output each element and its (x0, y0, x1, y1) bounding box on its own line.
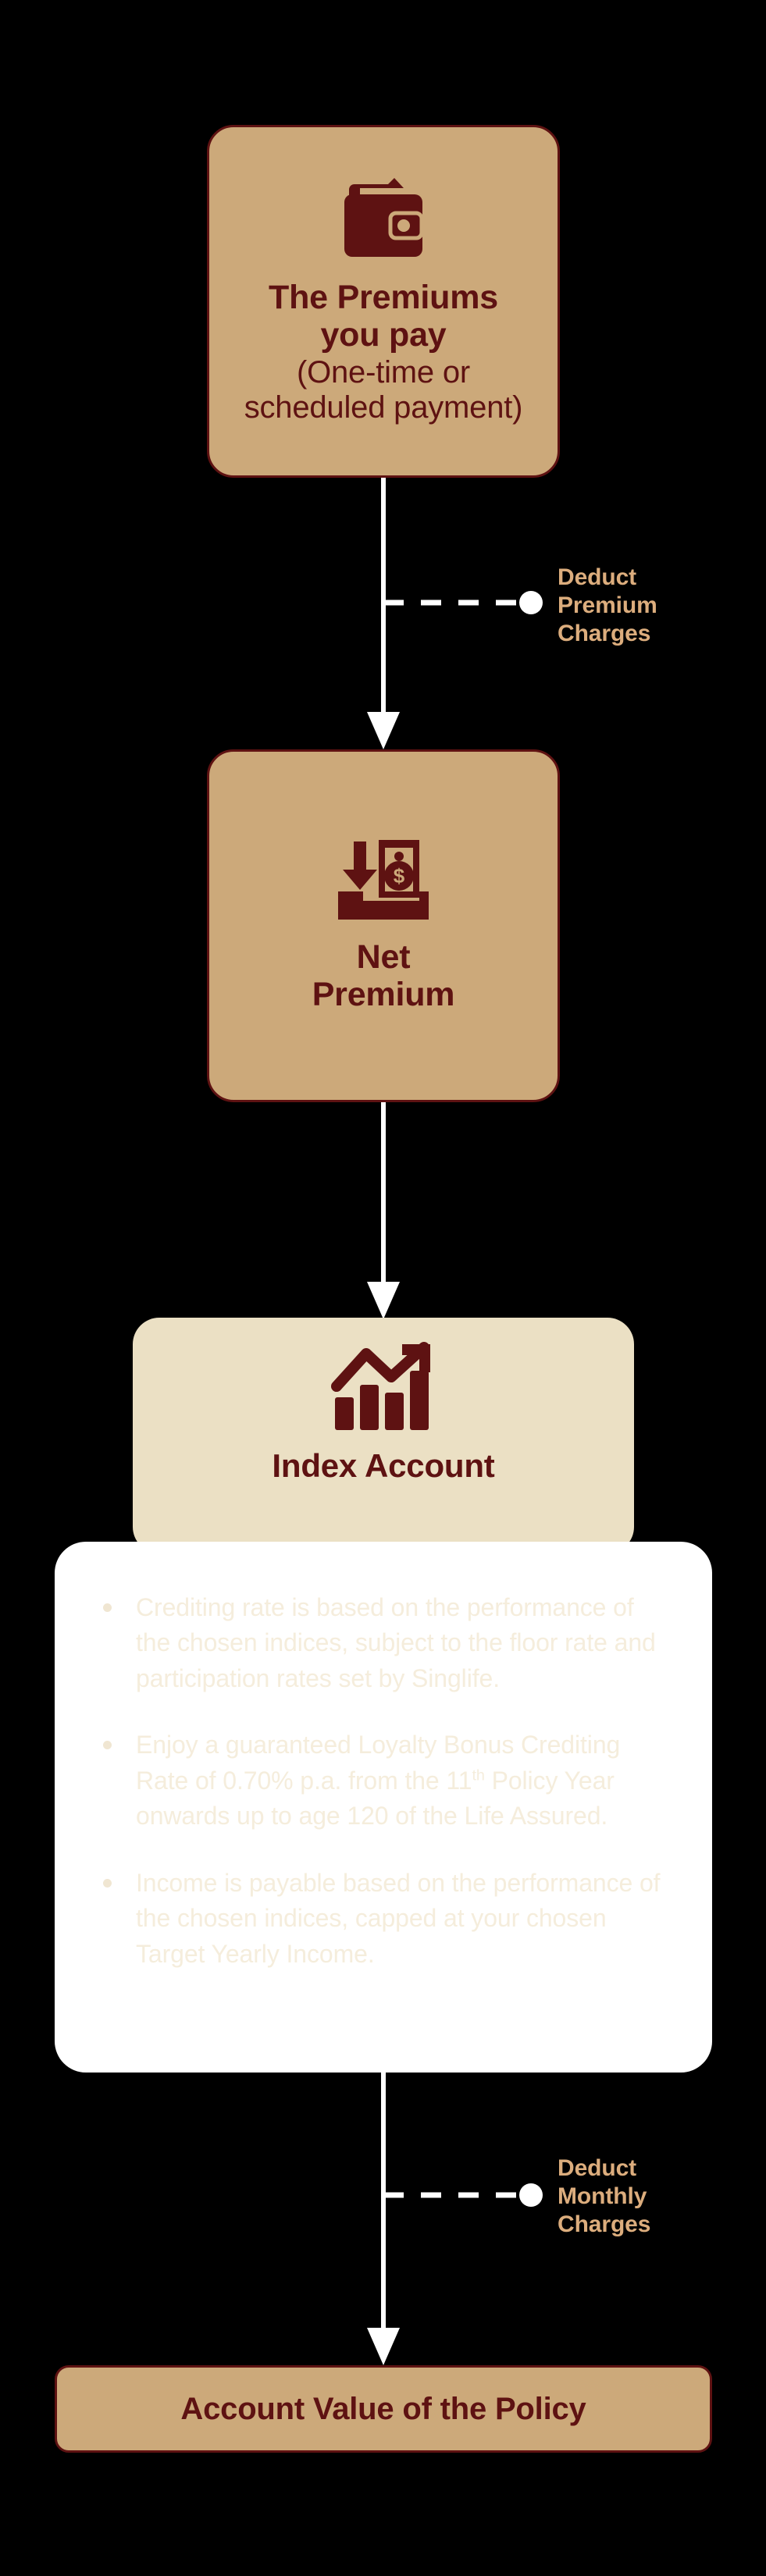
list-item: Enjoy a guaranteed Loyalty Bonus Crediti… (92, 1727, 668, 1834)
account-value-bar: Account Value of the Policy (55, 2365, 712, 2453)
card-title-line1: The Premiums (269, 279, 498, 317)
deduct-premium-line1: Deduct (558, 564, 637, 590)
card-subtitle: (One-time or scheduled payment) (244, 355, 523, 425)
deduct-premium-line2: Premium (558, 592, 657, 618)
card-title: Net Premium (312, 938, 455, 1013)
bullet-text: Income is payable based on the performan… (136, 1868, 661, 1968)
bullet-text: Enjoy a guaranteed Loyalty Bonus Crediti… (136, 1731, 621, 1795)
deduct-monthly-charges-label: Deduct Monthly Charges (558, 2154, 721, 2239)
growth-chart-icon (330, 1341, 436, 1432)
cash-deposit-icon: $ (335, 838, 432, 924)
bullet-text: Crediting rate is based on the performan… (136, 1593, 656, 1692)
svg-text:$: $ (394, 864, 405, 888)
list-item: Crediting rate is based on the performan… (92, 1590, 668, 1696)
deduct-premium-charges-label: Deduct Premium Charges (558, 564, 721, 648)
card-title: Index Account (272, 1447, 495, 1484)
card-title-line1: Net (356, 938, 411, 976)
card-title-line2: you pay (320, 316, 447, 354)
deduct-monthly-line3: Charges (558, 2211, 651, 2237)
index-account-details-panel: Crediting rate is based on the performan… (55, 1542, 712, 2073)
wallet-icon (337, 177, 430, 265)
bullet-superscript: th (472, 1767, 485, 1784)
deduct-premium-line3: Charges (558, 621, 651, 646)
deduct-monthly-line2: Monthly (558, 2183, 647, 2209)
bullet-text-cont: Policy Year onwards up to age 120 of the… (136, 1766, 615, 1831)
deduct-monthly-line1: Deduct (558, 2155, 637, 2181)
card-subtitle-line2: scheduled payment) (244, 390, 523, 425)
card-index-account: Index Account (133, 1318, 634, 1553)
card-net-premium: $ Net Premium (207, 749, 560, 1102)
account-value-label: Account Value of the Policy (180, 2391, 586, 2426)
card-subtitle-line1: (One-time or (296, 355, 471, 390)
card-title-line2: Premium (312, 976, 455, 1013)
card-premiums-you-pay: The Premiums you pay (One-time or schedu… (207, 125, 560, 478)
list-item: Income is payable based on the performan… (92, 1866, 668, 1972)
bullet-list: Crediting rate is based on the performan… (92, 1590, 668, 1972)
card-title: The Premiums you pay (269, 279, 498, 354)
